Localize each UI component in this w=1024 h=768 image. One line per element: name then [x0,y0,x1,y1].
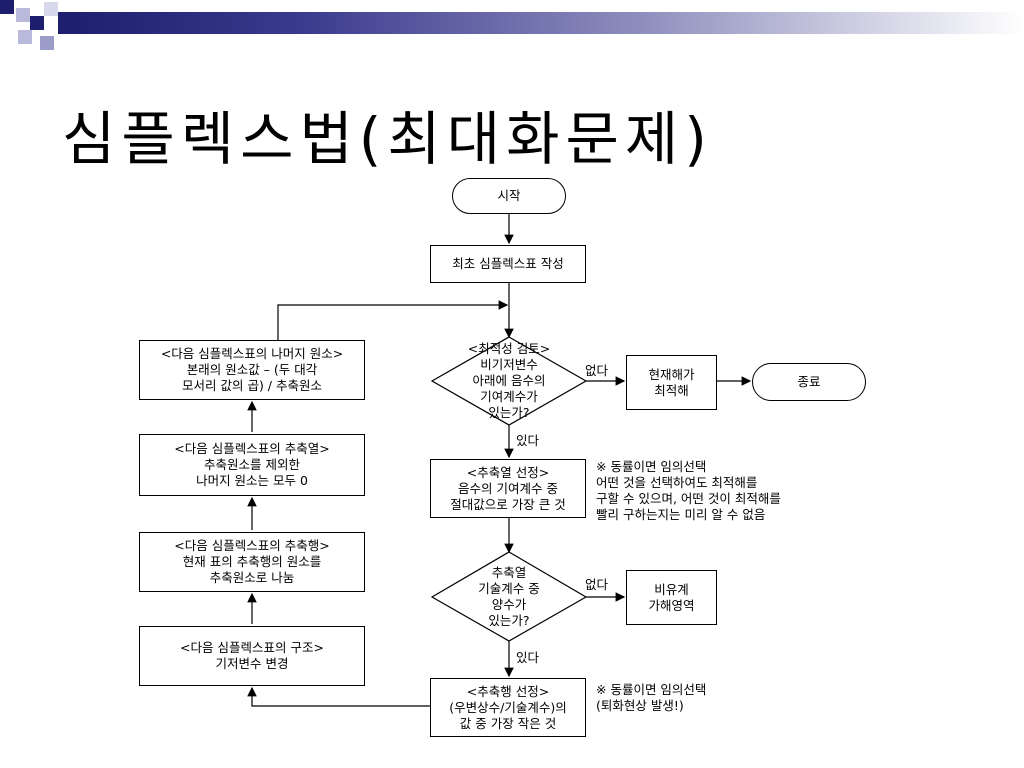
node-remaining-elements: <다음 심플렉스표의 나머지 원소> 본래의 원소값 – (두 대각 모서리 값… [139,340,365,400]
node-start: 시작 [452,178,566,214]
header-square-dark [0,0,14,14]
header-gradient-bar [58,12,1024,34]
edge-label-none-2: 없다 [585,577,609,592]
edge-label-yes-2: 있다 [516,650,540,665]
header-decoration [0,0,1024,50]
edge-label-yes-1: 있다 [516,433,540,448]
node-pivot-column: <추축열 선정> 음수의 기여계수 중 절대값으로 가장 큰 것 [430,459,586,518]
slide-title: 심플렉스법(최대화문제) [62,105,713,173]
edge-label-none-1: 없다 [585,363,609,378]
node-end: 종료 [752,363,866,401]
decision-optimality-text: <최적성 검토> 비기저변수 아래에 음수의 기여계수가 있는가? [467,341,551,420]
header-square-light [18,30,32,44]
decision-positive-text: 추축열 기술계수 중 양수가 있는가? [478,565,540,628]
arrow-loop-back [277,300,509,340]
header-square-dark [30,16,44,30]
node-optimal: 현재해가 최적해 [626,355,717,410]
node-basis-change: <다음 심플렉스표의 구조> 기저변수 변경 [139,626,365,686]
node-initial-tableau: 최초 심플렉스표 작성 [430,245,586,283]
node-pivot-row: <추축행 선정> (우변상수/기술계수)의 값 중 가장 작은 것 [430,678,586,737]
header-square-light [44,2,58,16]
node-pivot-column-next: <다음 심플렉스표의 추축열> 추축원소를 제외한 나머지 원소는 모두 0 [139,434,365,496]
note-tie-pivot-column: ※ 동률이면 임의선택 어떤 것을 선택하여도 최적해를 구할 수 있으며, 어… [596,459,781,522]
node-infeasible: 비유계 가해영역 [626,570,717,625]
header-square-light [40,36,54,50]
arrow-pivotrow-to-basis [247,686,430,707]
header-square-light [16,8,30,22]
note-tie-pivot-row: ※ 동률이면 임의선택 (퇴화현상 발생!) [596,682,707,713]
decision-optimality-diamond [430,336,588,426]
decision-positive-diamond [430,551,588,642]
node-pivot-row-next: <다음 심플렉스표의 추축행> 현재 표의 추축행의 원소를 추축원소로 나눔 [139,532,365,592]
